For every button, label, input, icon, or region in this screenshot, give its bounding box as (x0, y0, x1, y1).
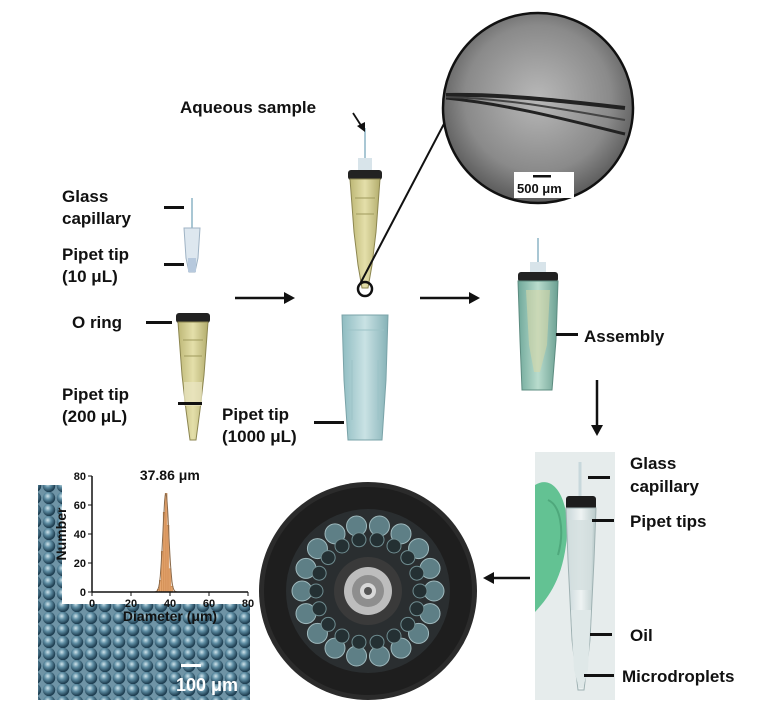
device-in-hand-photo (535, 452, 615, 700)
aqueous-sample-arrow (352, 112, 365, 132)
arrow-3 (591, 380, 603, 436)
rotor-tube (295, 557, 327, 581)
y-tick-label: 20 (74, 558, 86, 570)
tick-glass-capillary (164, 206, 184, 209)
label-photo-glass-2: capillary (630, 477, 699, 496)
rotor-tube (412, 580, 445, 602)
rotor-tube (400, 538, 430, 566)
rotor-tube (324, 523, 350, 554)
rotor-tube (409, 557, 441, 581)
assembly-device-image (517, 238, 559, 391)
rotor-tube (409, 601, 441, 625)
tick-photo-pipet-tips (592, 519, 614, 522)
histogram-bar (164, 493, 168, 593)
tick-o-ring (146, 321, 172, 324)
y-tick-label: 60 (74, 500, 86, 512)
scale-bar-micrograph-label: 100 μm (176, 675, 239, 695)
capillary-micrograph-inset (441, 11, 635, 205)
rotor-tube (368, 515, 390, 548)
rotor-tube (346, 634, 368, 667)
centrifuge-rotor-photo (258, 482, 478, 700)
x-tick-label: 0 (89, 598, 95, 610)
pipet-tip-200ul-image (176, 313, 210, 441)
label-pipet-tip-200-2: (200 μL) (62, 407, 128, 426)
label-photo-pipet-tips: Pipet tips (630, 512, 707, 531)
label-pipet-tip-1000-1: Pipet tip (222, 405, 290, 424)
y-tick-label: 80 (74, 471, 86, 483)
scale-bar-inset-label: 500 μm (517, 181, 562, 196)
y-tick-label: 0 (80, 587, 86, 599)
label-assembly: Assembly (584, 327, 665, 346)
rotor-tube (306, 616, 336, 644)
x-tick-label: 80 (242, 598, 254, 610)
rotor-tube (324, 628, 350, 659)
label-pipet-tip-1000-2: (1000 μL) (222, 427, 297, 446)
tick-photo-glass (588, 476, 610, 479)
arrow-2 (420, 292, 480, 304)
label-pipet-tip-10-1: Pipet tip (62, 245, 130, 264)
tick-pipet-tip-1000 (314, 421, 344, 424)
rotor-tube (306, 538, 336, 566)
label-photo-microdroplets: Microdroplets (622, 667, 735, 686)
label-photo-oil: Oil (630, 626, 653, 645)
rotor-tube (291, 580, 324, 602)
tick-photo-oil (590, 633, 612, 636)
rotor-tube (386, 628, 412, 659)
label-photo-glass-1: Glass (630, 454, 677, 473)
label-pipet-tip-200-1: Pipet tip (62, 385, 130, 404)
pipet-tip-1000ul-image (341, 314, 389, 441)
tick-assembly (556, 333, 578, 336)
rotor-tube (400, 616, 430, 644)
histogram-xlabel: Diameter (μm) (123, 608, 217, 624)
rotor-tube (295, 601, 327, 625)
histogram-peak-annotation: 37.86 μm (140, 467, 200, 483)
label-aqueous-sample: Aqueous sample (180, 98, 317, 117)
x-tick-label: 40 (164, 598, 176, 610)
rotor-tube (368, 634, 390, 667)
capillary-tip-assembly-image (348, 128, 382, 298)
tick-photo-microdroplets (584, 674, 614, 677)
rotor-tube (346, 515, 368, 548)
y-tick-label: 40 (74, 529, 86, 541)
x-tick-label: 20 (125, 598, 137, 610)
histogram-ylabel: Number (53, 507, 69, 560)
label-pipet-tip-10-2: (10 μL) (62, 267, 118, 286)
label-o-ring: O ring (72, 313, 123, 332)
arrow-4 (483, 572, 530, 584)
rotor-tube (386, 523, 412, 554)
x-tick-label: 60 (203, 598, 215, 610)
tick-pipet-tip-10 (164, 263, 184, 266)
label-glass-capillary-1: Glass (62, 187, 109, 206)
label-glass-capillary-2: capillary (62, 209, 131, 228)
arrow-1 (235, 292, 295, 304)
tick-pipet-tip-200 (178, 402, 202, 405)
pipet-tip-10ul-image (183, 198, 201, 273)
